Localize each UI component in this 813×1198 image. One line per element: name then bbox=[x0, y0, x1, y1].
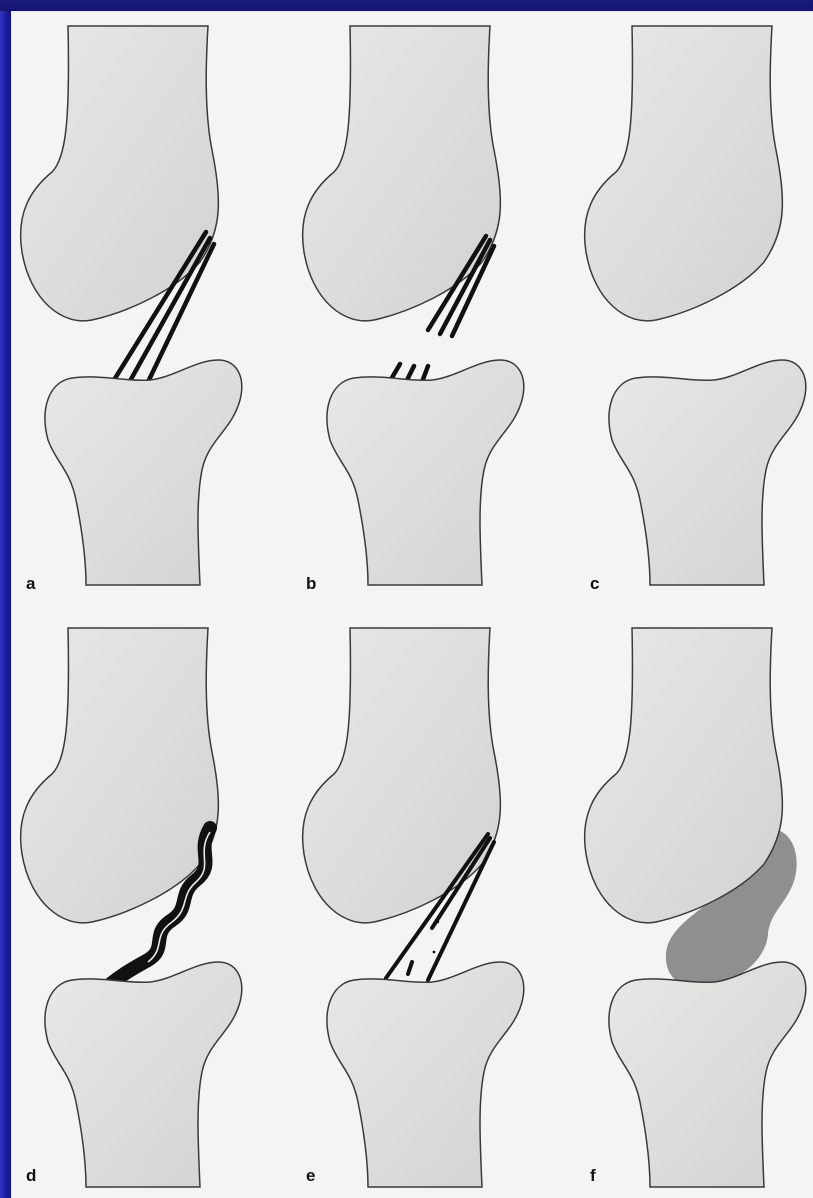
lower-bone bbox=[609, 360, 806, 585]
panel-f bbox=[585, 628, 806, 1187]
panel-a bbox=[21, 26, 242, 585]
panel-label-b: b bbox=[306, 574, 316, 594]
lower-bone bbox=[45, 962, 242, 1187]
upper-bone bbox=[585, 26, 783, 321]
lower-bone bbox=[327, 360, 524, 585]
panel-label-e: e bbox=[306, 1166, 315, 1186]
lower-bone bbox=[609, 962, 806, 1187]
panel-d bbox=[21, 628, 242, 1187]
panel-label-f: f bbox=[590, 1166, 596, 1186]
panel-label-c: c bbox=[590, 574, 599, 594]
upper-bone bbox=[303, 628, 501, 923]
panel-c bbox=[585, 26, 806, 585]
panel-label-a: a bbox=[26, 574, 35, 594]
panel-label-d: d bbox=[26, 1166, 36, 1186]
panel-b bbox=[303, 26, 524, 585]
lower-bone bbox=[45, 360, 242, 585]
panel-e bbox=[303, 628, 524, 1187]
lower-bone bbox=[327, 962, 524, 1187]
